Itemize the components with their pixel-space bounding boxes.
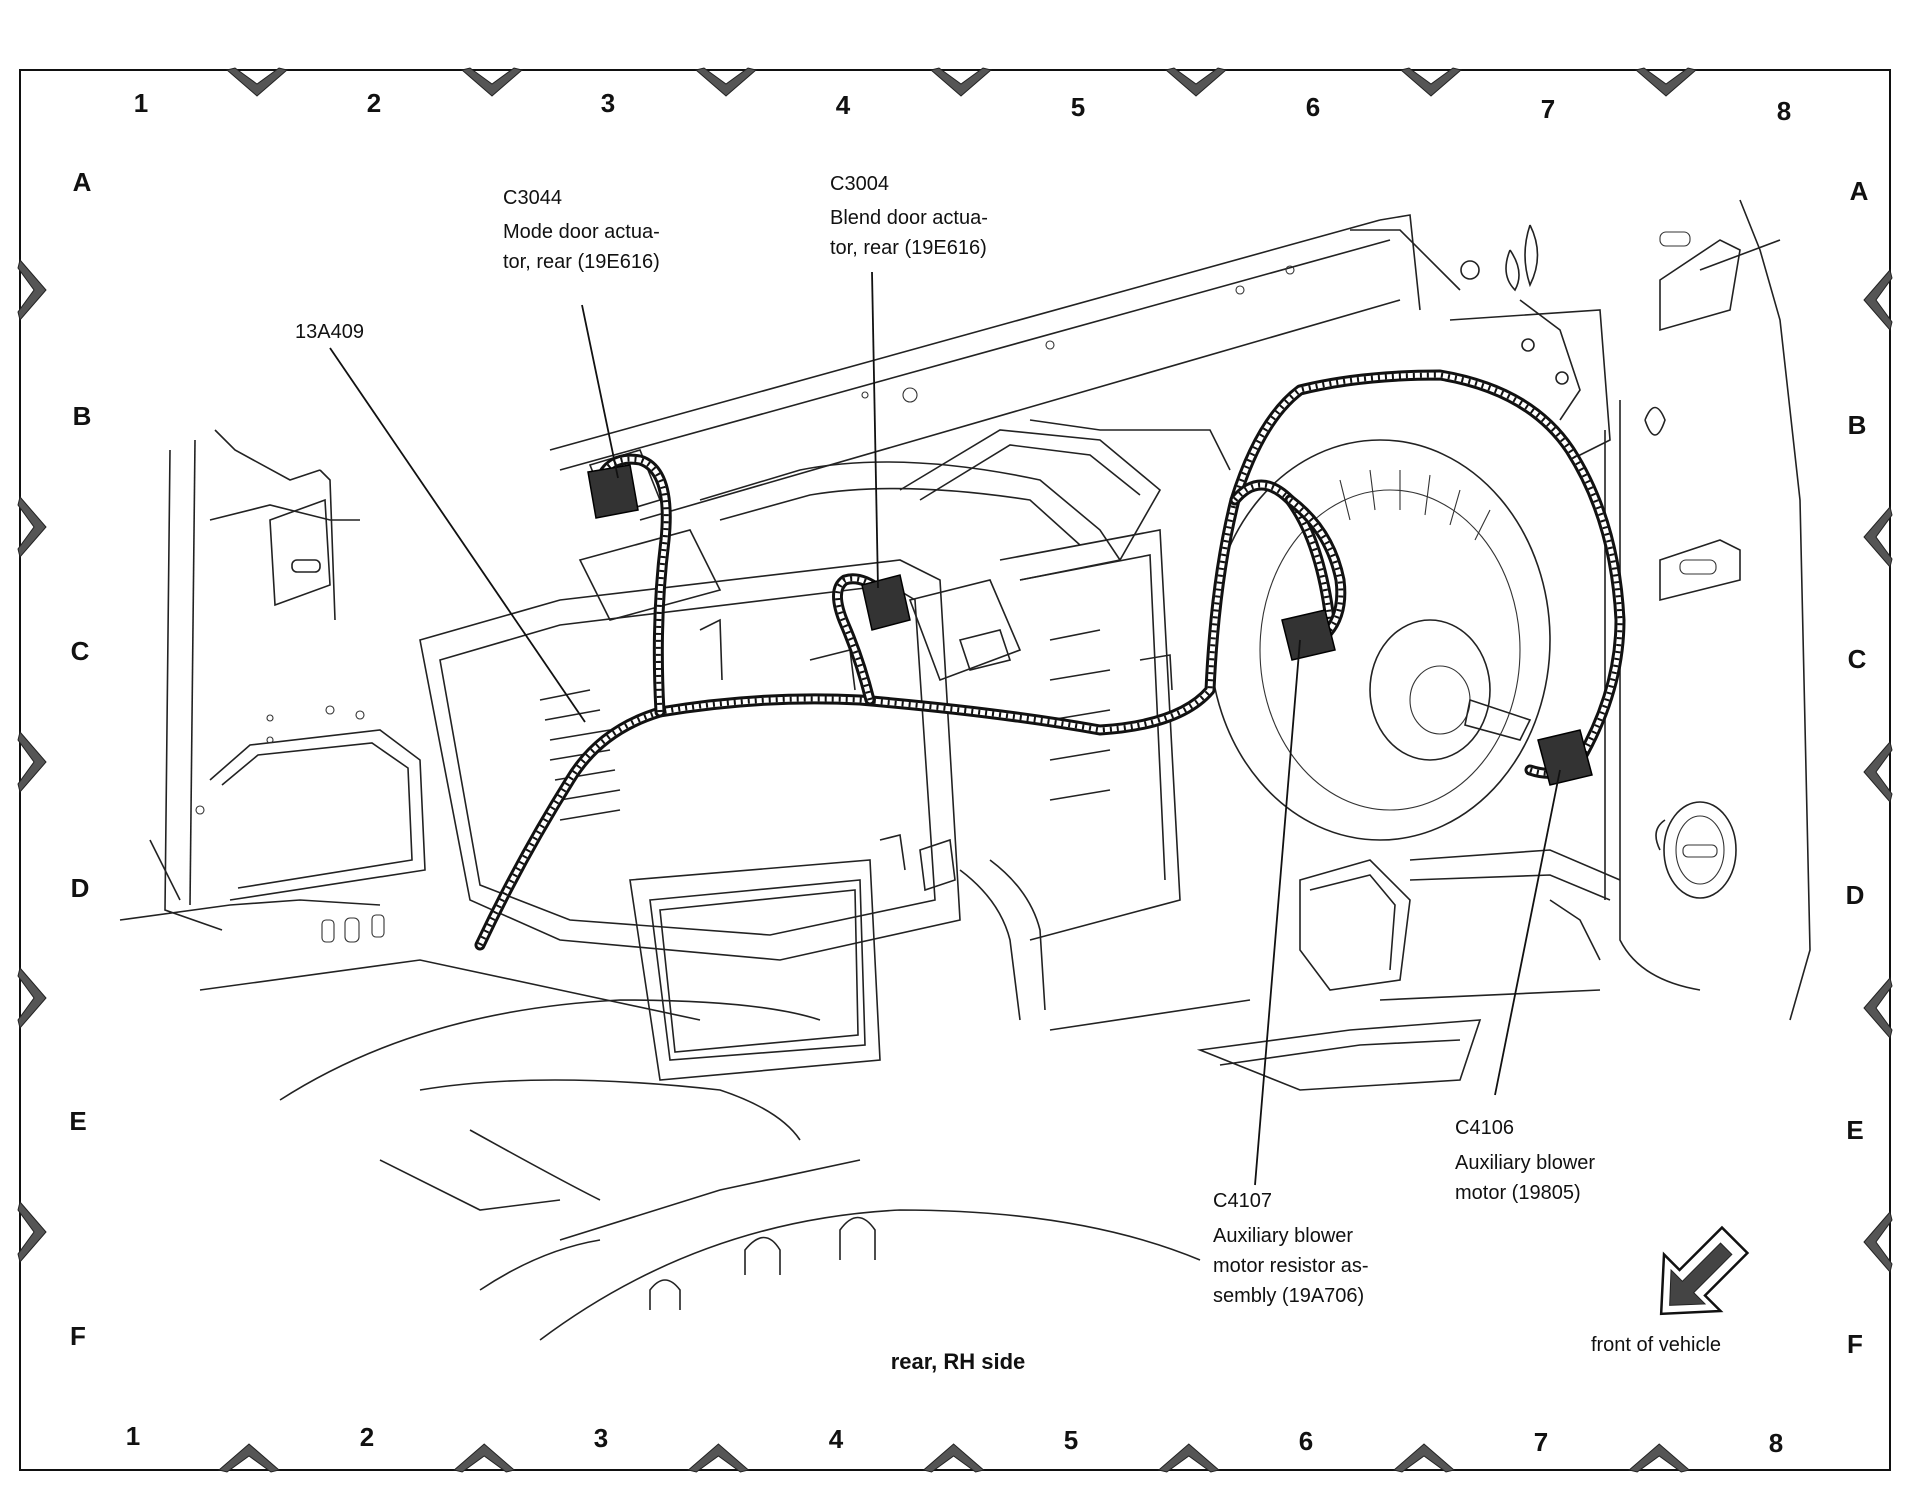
orientation-label: front of vehicle — [1591, 1334, 1721, 1356]
grid-marker — [453, 1443, 516, 1473]
grid-marker — [460, 67, 524, 97]
grid-marker — [17, 966, 47, 1030]
leader-lines — [329, 271, 1561, 1186]
grid-marker — [1863, 1210, 1893, 1274]
grid-marker — [1634, 67, 1698, 97]
leader-c3004 — [871, 271, 879, 589]
callout-desc: tor, rear (19E616) — [503, 251, 660, 273]
diagram-frame — [19, 69, 1891, 1471]
row-label: D — [71, 873, 90, 903]
callout-id: C4107 — [1213, 1190, 1272, 1212]
grid-marker — [1863, 268, 1893, 332]
grid-marker — [1157, 1443, 1220, 1473]
grid-marker — [694, 67, 758, 97]
wiring-harness-13A409 — [474, 369, 1626, 951]
row-label: C — [1848, 644, 1867, 674]
grid-marker — [929, 67, 993, 97]
column-labels-top: 1 2 3 4 5 6 7 8 — [134, 88, 1791, 126]
col-label: 5 — [1064, 1425, 1078, 1455]
connector-c4106 — [1537, 729, 1593, 786]
grid-marker — [922, 1443, 985, 1473]
col-label: 3 — [601, 88, 615, 118]
callout-desc: Mode door actua- — [503, 221, 660, 243]
row-labels-right: A B C D E F — [1846, 176, 1869, 1359]
row-label: B — [73, 401, 92, 431]
leader-13A409 — [329, 347, 586, 723]
leader-c4107 — [1254, 639, 1301, 1186]
callout-id: 13A409 — [295, 321, 364, 343]
callout-desc: Auxiliary blower — [1455, 1152, 1595, 1174]
grid-marker — [17, 258, 47, 322]
callout-c3044: C3044 Mode door actua- tor, rear (19E616… — [503, 187, 660, 273]
row-labels-left: A B C D E F — [69, 167, 91, 1351]
grid-marker — [1392, 1443, 1456, 1473]
row-label: A — [1850, 176, 1869, 206]
col-label: 8 — [1769, 1428, 1783, 1458]
row-label: E — [1846, 1115, 1863, 1145]
col-label: 4 — [829, 1424, 844, 1454]
callout-id: C4106 — [1455, 1117, 1514, 1139]
row-label: B — [1848, 410, 1867, 440]
leader-c4106 — [1494, 769, 1561, 1096]
row-label: A — [73, 167, 92, 197]
callout-desc: motor resistor as- — [1213, 1255, 1369, 1277]
col-label: 1 — [134, 88, 148, 118]
callout-desc: motor (19805) — [1455, 1182, 1581, 1204]
callout-c3004: C3004 Blend door actua- tor, rear (19E61… — [830, 173, 988, 259]
callout-desc: Auxiliary blower — [1213, 1225, 1353, 1247]
callout-id: C3044 — [503, 187, 562, 209]
grid-marker — [1164, 67, 1228, 97]
view-caption: rear, RH side — [891, 1349, 1026, 1374]
grid-markers — [17, 67, 1893, 1473]
callout-desc: sembly (19A706) — [1213, 1285, 1364, 1307]
grid-marker — [17, 1200, 47, 1264]
grid-marker — [1863, 505, 1893, 569]
grid-marker — [1399, 67, 1463, 97]
callout-id: C3004 — [830, 173, 889, 195]
callout-13A409: 13A409 — [295, 321, 364, 343]
connector-c4107 — [1281, 609, 1336, 661]
col-label: 6 — [1299, 1426, 1313, 1456]
col-label: 2 — [360, 1422, 374, 1452]
col-label: 7 — [1534, 1427, 1548, 1457]
column-labels-bottom: 1 2 3 4 5 6 7 8 — [126, 1421, 1783, 1458]
col-label: 5 — [1071, 92, 1085, 122]
col-label: 6 — [1306, 92, 1320, 122]
col-label: 7 — [1541, 94, 1555, 124]
col-label: 2 — [367, 88, 381, 118]
row-label: F — [70, 1321, 86, 1351]
callout-c4107: C4107 Auxiliary blower motor resistor as… — [1213, 1190, 1369, 1307]
front-arrow-icon — [1659, 1225, 1750, 1316]
grid-marker — [17, 730, 47, 794]
col-label: 8 — [1777, 96, 1791, 126]
grid-marker — [1628, 1443, 1691, 1473]
grid-marker — [17, 495, 47, 559]
row-label: E — [69, 1106, 86, 1136]
connector-c3004 — [861, 574, 911, 631]
row-label: C — [71, 636, 90, 666]
row-label: F — [1847, 1329, 1863, 1359]
grid-marker — [1863, 976, 1893, 1040]
callout-c4106: C4106 Auxiliary blower motor (19805) — [1455, 1117, 1595, 1204]
callout-desc: Blend door actua- — [830, 207, 988, 229]
connectors — [587, 464, 1593, 786]
col-label: 4 — [836, 90, 851, 120]
col-label: 1 — [126, 1421, 140, 1451]
grid-marker — [1863, 740, 1893, 804]
grid-marker — [225, 67, 289, 97]
leader-c3044 — [581, 304, 619, 479]
callout-desc: tor, rear (19E616) — [830, 237, 987, 259]
row-label: D — [1846, 880, 1865, 910]
grid-marker — [217, 1443, 281, 1473]
grid-marker — [687, 1443, 750, 1473]
connector-c3044 — [587, 464, 639, 519]
col-label: 3 — [594, 1423, 608, 1453]
